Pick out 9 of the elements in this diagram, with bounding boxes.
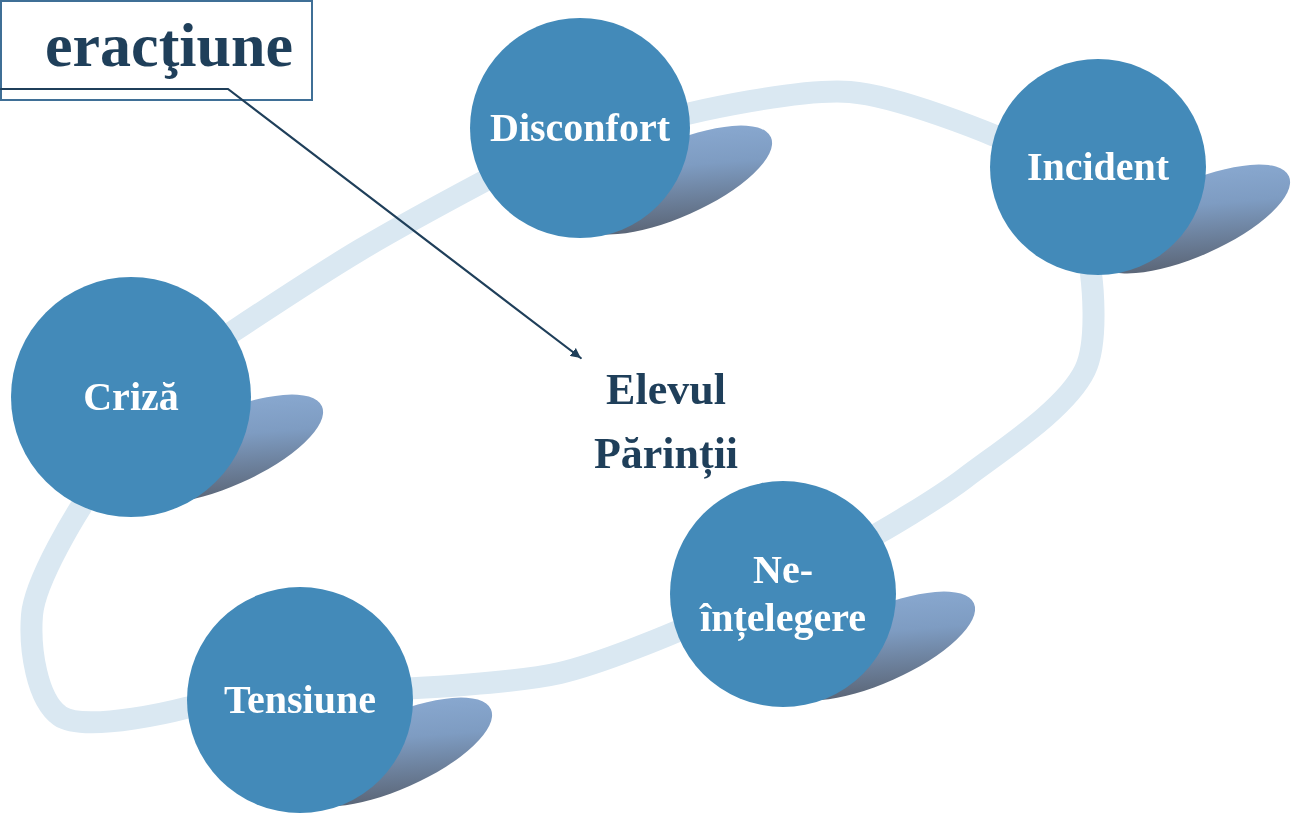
stage-label: Ne- înțelegere <box>698 546 867 642</box>
center-label: Elevul Părinții <box>592 364 740 481</box>
stage-label: Tensiune <box>224 676 376 724</box>
stage-label: Disconfort <box>490 104 670 152</box>
stage-label: Criză <box>82 373 180 421</box>
stage-label: Incident <box>1026 143 1170 191</box>
title-box <box>0 0 313 101</box>
title-text: eracţiune <box>45 10 293 81</box>
arrow <box>0 87 582 360</box>
